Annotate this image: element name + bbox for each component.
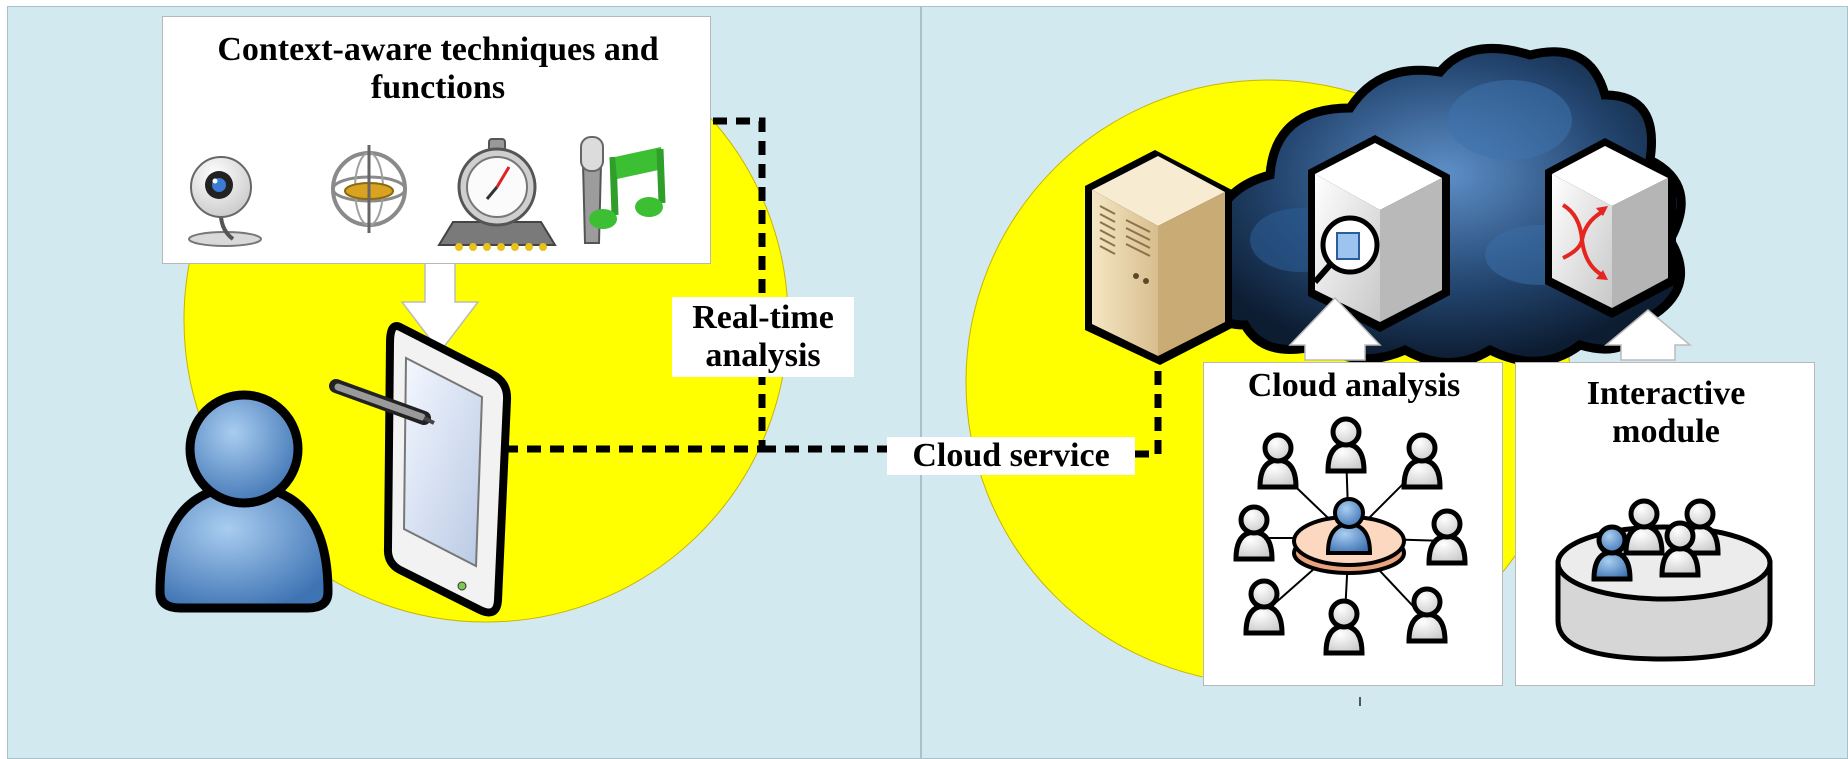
highlighted-user-icon (1591, 524, 1633, 582)
microphone-music-icon (580, 136, 666, 244)
context-aware-label: Context-aware techniques and functions (217, 31, 659, 107)
server-tower-icon (1085, 150, 1232, 365)
user-icon (155, 390, 333, 613)
cloud-service-label: Cloud service (887, 437, 1135, 476)
down-arrow (400, 261, 480, 354)
tablet-icon (329, 322, 512, 617)
central-user-icon (1325, 497, 1373, 555)
context-aware-box: Context-aware techniques and functions (162, 16, 711, 264)
cloud-service-connector-right (1135, 365, 1162, 458)
realtime-analysis-label: Real-time analysis (672, 297, 854, 378)
cloud-analysis-up-arrow (1288, 296, 1382, 361)
interactive-up-arrow (1603, 309, 1693, 361)
magnifier-appliance-icon (1308, 135, 1450, 332)
cloud-analysis-box: Cloud analysis (1203, 362, 1503, 686)
realtime-connector (508, 117, 766, 453)
network-switch-icon (1545, 138, 1676, 318)
gyroscope-icon (331, 145, 407, 233)
webcam-icon (188, 156, 262, 247)
user-network-icon (1233, 416, 1468, 656)
interactive-module-label: Interactive module (1586, 375, 1746, 451)
cloud-analysis-label: Cloud analysis (1247, 367, 1461, 404)
peer-user-icons (1233, 416, 1468, 656)
interactive-module-box: Interactive module (1515, 362, 1815, 686)
group-platform-icon (1555, 498, 1773, 662)
group-user-icons (1623, 498, 1721, 578)
stopwatch-icon (437, 138, 557, 251)
context-icons (188, 136, 666, 251)
